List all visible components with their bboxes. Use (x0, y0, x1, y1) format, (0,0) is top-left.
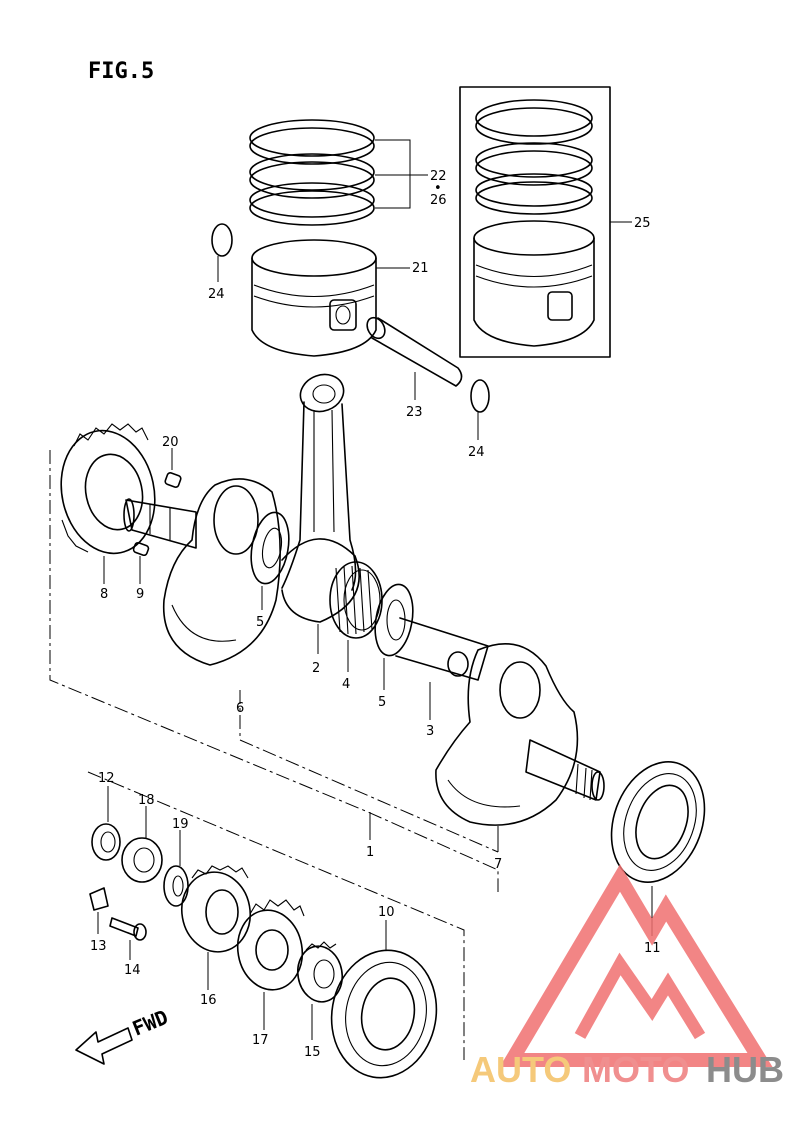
piston-pin (366, 316, 463, 387)
callout-10: 10 (378, 905, 395, 920)
callout-6: 6 (236, 701, 244, 716)
callout-19: 19 (172, 817, 189, 832)
piston (251, 239, 377, 357)
primary-gear (60, 423, 156, 555)
piston-rings (249, 119, 375, 226)
piston-set (473, 99, 595, 347)
callout-24-left: 24 (208, 287, 225, 302)
thrust-washer-right (374, 583, 414, 657)
callout-7: 7 (494, 857, 502, 872)
watermark-word-hub: HUB (706, 1049, 784, 1090)
direction-label: FWD (129, 1005, 171, 1041)
piston-set-box (459, 86, 611, 358)
crank-shaft-left-stub (123, 498, 197, 549)
callout-22: 22 (430, 169, 447, 184)
callout-1: 1 (366, 845, 374, 860)
callout-16: 16 (200, 993, 217, 1008)
callout-17: 17 (252, 1033, 269, 1048)
watermark-word-auto: AUTO (470, 1049, 571, 1090)
callout-5-left: 5 (256, 615, 264, 630)
bolt-14 (109, 917, 147, 960)
callouts: 1 2 3 4 5 5 6 7 8 9 10 11 12 13 14 15 16… (90, 169, 661, 1060)
callout-13: 13 (90, 939, 107, 954)
piston-pin-clip-right (470, 379, 490, 440)
crankpin (395, 617, 489, 681)
callout-26: 26 (430, 193, 447, 208)
connecting-rod (281, 373, 360, 623)
figure-title: FIG.5 (88, 59, 154, 84)
callout-25: 25 (634, 216, 651, 231)
gear-17 (236, 899, 305, 1030)
callout-3: 3 (426, 724, 434, 739)
callout-8: 8 (100, 587, 108, 602)
callout-5-right: 5 (378, 695, 386, 710)
callout-20: 20 (162, 435, 179, 450)
callout-24-right: 24 (468, 445, 485, 460)
callout-23: 23 (406, 405, 423, 420)
callout-22-bullet: • (434, 181, 442, 196)
woodruff-key-20 (164, 448, 182, 488)
callout-14: 14 (124, 963, 141, 978)
woodruff-key-9 (132, 541, 150, 584)
watermark-word-moto: MOTO (582, 1049, 689, 1090)
thrust-washer-left (250, 511, 290, 585)
oil-seal-12 (91, 786, 121, 861)
lock-plate-13 (89, 887, 109, 934)
gear-16 (181, 865, 251, 990)
crank-shaft-right-stub (525, 739, 605, 801)
watermark-logo (499, 864, 773, 1067)
main-bearing-right (610, 761, 706, 883)
callout-9: 9 (136, 587, 144, 602)
callout-2: 2 (312, 661, 320, 676)
spacer-18 (121, 806, 163, 883)
piston-pin-clip (211, 223, 233, 282)
main-bearing-left (330, 920, 438, 1079)
callout-18: 18 (138, 793, 155, 808)
callout-11: 11 (644, 941, 661, 956)
crank-web-left (162, 478, 281, 666)
gear-15 (296, 941, 344, 1040)
callout-15: 15 (304, 1045, 321, 1060)
crank-web-right (435, 643, 579, 826)
callout-4: 4 (342, 677, 350, 692)
callout-12: 12 (98, 771, 115, 786)
forward-arrow-icon (75, 1027, 133, 1065)
callout-21: 21 (412, 261, 429, 276)
